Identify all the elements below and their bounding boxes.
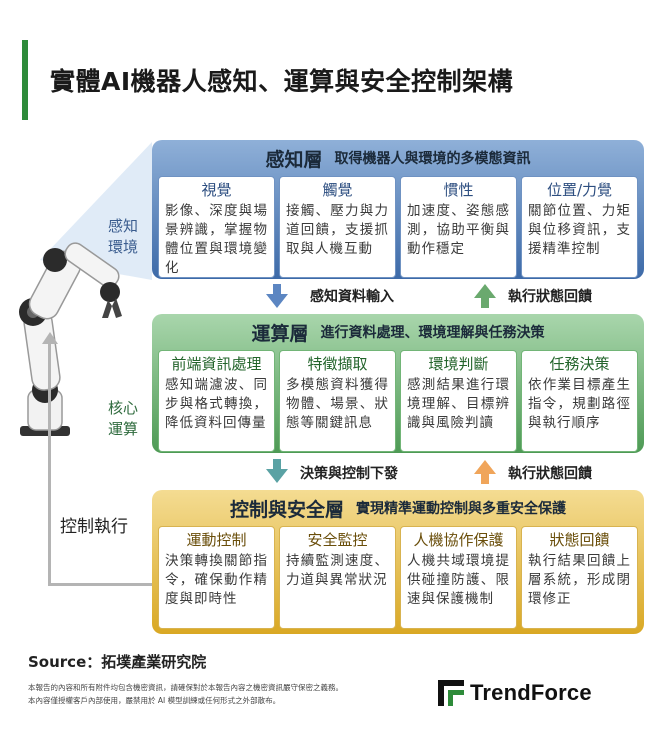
source-note: Source：拓墣產業研究院 (28, 653, 207, 671)
control-loop-line (48, 344, 156, 586)
disclaimer-line: 本報告的內容和所有附件均包含機密資訊，請確保對於本報告內容之機密資訊嚴守保密之義… (28, 683, 343, 692)
layer-header: 控制與安全層 實現精準運動控制與多重安全保護 (152, 490, 644, 526)
layer-description: 實現精準運動控制與多重安全保護 (356, 501, 566, 517)
card-title: 位置/力覺 (546, 181, 613, 199)
layer-perception: 感知層 取得機器人與環境的多模態資訊 視覺影像、深度與場景辨識，掌握物體位置與環… (152, 140, 644, 279)
card-title: 任務決策 (549, 355, 610, 373)
card-touch: 觸覺接觸、壓力與力道回饋，支援抓取與人機互動 (279, 176, 396, 278)
layer-name: 運算層 (251, 322, 309, 345)
card-title: 前端資訊處理 (171, 355, 262, 373)
title-accent-bar (22, 40, 28, 120)
card-body: 依作業目標產生指令，規劃路徑與執行順序 (528, 377, 631, 431)
card-task-decision: 任務決策依作業目標產生指令，規劃路徑與執行順序 (521, 350, 638, 452)
card-body: 加速度、姿態感測，協助平衡與動作穩定 (407, 203, 510, 257)
down-arrow-icon (266, 294, 288, 308)
card-body: 關節位置、力矩與位移資訊，支援精準控制 (528, 203, 631, 257)
flow-decision-down: 決策與控制下發 (300, 466, 398, 482)
disclaimer: 本報告的內容和所有附件均包含機密資訊，請確保對於本報告內容之機密資訊嚴守保密之義… (28, 681, 343, 707)
up-arrow-icon (474, 284, 496, 298)
arrow-stem (481, 474, 489, 484)
card-frontend-processing: 前端資訊處理感知端濾波、同步與格式轉換，降低資料回傳量 (158, 350, 275, 452)
card-environment-judgment: 環境判斷感測結果進行環境理解、目標辨識與風險判讀 (400, 350, 517, 452)
card-title: 安全監控 (307, 531, 368, 549)
side-label-perceive: 感知環境 (108, 217, 139, 256)
trendforce-mark-icon (438, 680, 464, 706)
card-title: 環境判斷 (428, 355, 489, 373)
card-title: 特徵擷取 (307, 355, 368, 373)
card-body: 執行結果回饋上層系統，形成閉環修正 (528, 553, 631, 607)
card-status-feedback: 狀態回饋執行結果回饋上層系統，形成閉環修正 (521, 526, 638, 629)
card-body: 感測結果進行環境理解、目標辨識與風險判讀 (407, 377, 510, 431)
card-title: 狀態回饋 (549, 531, 610, 549)
arrow-stem (273, 459, 281, 469)
card-position-force: 位置/力覺關節位置、力矩與位移資訊，支援精準控制 (521, 176, 638, 278)
arrow-stem (481, 298, 489, 308)
layer-header: 運算層 進行資料處理、環境理解與任務決策 (152, 314, 644, 350)
card-body: 決策轉換關節指令，確保動作精度與即時性 (165, 553, 268, 607)
card-body: 人機共域環境提供碰撞防護、限速與保護機制 (407, 553, 510, 607)
card-safety-monitoring: 安全監控持續監測速度、力道與異常狀況 (279, 526, 396, 629)
up-arrow-icon (474, 460, 496, 474)
layer-description: 取得機器人與環境的多模態資訊 (334, 151, 531, 167)
layer-description: 進行資料處理、環境理解與任務決策 (320, 325, 545, 341)
card-body: 多模態資料獲得物體、場景、狀態等關鍵訊息 (286, 377, 389, 431)
card-hri-protection: 人機協作保護人機共域環境提供碰撞防護、限速與保護機制 (400, 526, 517, 629)
brand-name: TrendForce (470, 680, 592, 705)
card-title: 觸覺 (322, 181, 353, 199)
card-feature-extraction: 特徵擷取多模態資料獲得物體、場景、狀態等關鍵訊息 (279, 350, 396, 452)
card-vision: 視覺影像、深度與場景辨識，掌握物體位置與環境變化 (158, 176, 275, 278)
disclaimer-line: 本內容僅授權客戶內部使用，嚴禁用於 AI 模型訓練或任何形式之外部散布。 (28, 696, 281, 705)
layer-control-safety: 控制與安全層 實現精準運動控制與多重安全保護 運動控制決策轉換關節指令，確保動作… (152, 490, 644, 634)
flow-sense-input: 感知資料輸入 (310, 289, 394, 305)
layer-computation: 運算層 進行資料處理、環境理解與任務決策 前端資訊處理感知端濾波、同步與格式轉換… (152, 314, 644, 453)
card-body: 影像、深度與場景辨識，掌握物體位置與環境變化 (165, 203, 268, 276)
page-title: 實體AI機器人感知、運算與安全控制架構 (50, 67, 514, 96)
card-title: 視覺 (201, 181, 232, 199)
flow-exec-feedback: 執行狀態回饋 (508, 289, 592, 305)
down-arrow-icon (266, 469, 288, 483)
side-label-compute: 核心運算 (108, 399, 139, 438)
card-body: 接觸、壓力與力道回饋，支援抓取與人機互動 (286, 203, 389, 257)
card-body: 感知端濾波、同步與格式轉換，降低資料回傳量 (165, 377, 268, 431)
layer-name: 感知層 (265, 148, 323, 171)
side-label-control: 控制執行 (58, 512, 130, 537)
sensing-beam (40, 142, 152, 280)
card-title: 人機協作保護 (413, 531, 504, 549)
card-title: 慣性 (443, 181, 474, 199)
trendforce-logo: TrendForce (438, 680, 592, 706)
control-loop-arrowhead (42, 332, 58, 344)
card-inertia: 慣性加速度、姿態感測，協助平衡與動作穩定 (400, 176, 517, 278)
layer-header: 感知層 取得機器人與環境的多模態資訊 (152, 140, 644, 176)
flow-exec-feedback: 執行狀態回饋 (508, 466, 592, 482)
card-motion-control: 運動控制決策轉換關節指令，確保動作精度與即時性 (158, 526, 275, 629)
robot-arm-illustration (19, 242, 122, 436)
card-body: 持續監測速度、力道與異常狀況 (286, 553, 389, 588)
arrow-stem (273, 284, 281, 294)
layer-name: 控制與安全層 (229, 498, 344, 521)
card-title: 運動控制 (186, 531, 247, 549)
